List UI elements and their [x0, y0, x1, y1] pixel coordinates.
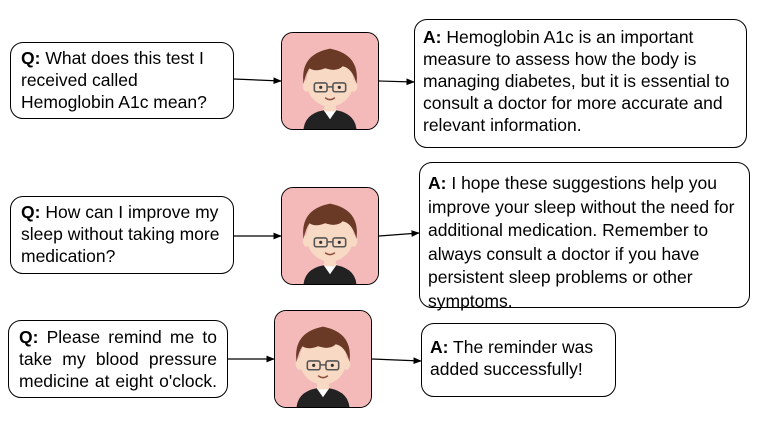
assistant-avatar-icon	[281, 187, 379, 285]
question-box-2: Q: How can I improve my sleep without ta…	[10, 196, 234, 274]
answer-text: I hope these suggestions help you improv…	[428, 173, 735, 311]
arrow-avatar-to-a1	[378, 78, 415, 86]
answer-prefix: A:	[430, 337, 449, 357]
answer-box-2: A: I hope these suggestions help you imp…	[419, 162, 750, 311]
question-prefix: Q:	[19, 327, 39, 347]
question-prefix: Q:	[21, 202, 41, 222]
answer-box-1: A: Hemoglobin A1c is an important measur…	[414, 19, 747, 148]
arrow-avatar-to-a3	[371, 357, 422, 365]
question-box-1: Q: What does this test I received called…	[10, 42, 234, 119]
question-text: How can I improve my sleep without takin…	[21, 202, 220, 266]
answer-text: The reminder was added successfully!	[430, 337, 594, 379]
question-text: What does this test I received called He…	[21, 48, 207, 112]
arrow-q1-to-avatar	[233, 77, 282, 85]
answer-prefix: A:	[423, 27, 442, 47]
arrow-avatar-to-a2	[378, 230, 420, 237]
answer-text: Hemoglobin A1c is an important measure t…	[423, 27, 730, 135]
answer-box-3: A: The reminder was added successfully!	[421, 323, 616, 397]
question-prefix: Q:	[21, 48, 41, 68]
question-text: Please remind me to take my blood pressu…	[19, 327, 217, 391]
assistant-avatar-icon	[281, 32, 379, 130]
question-box-3: Q: Please remind me to take my blood pre…	[8, 320, 228, 398]
answer-prefix: A:	[428, 173, 447, 193]
assistant-avatar-icon	[274, 310, 372, 408]
